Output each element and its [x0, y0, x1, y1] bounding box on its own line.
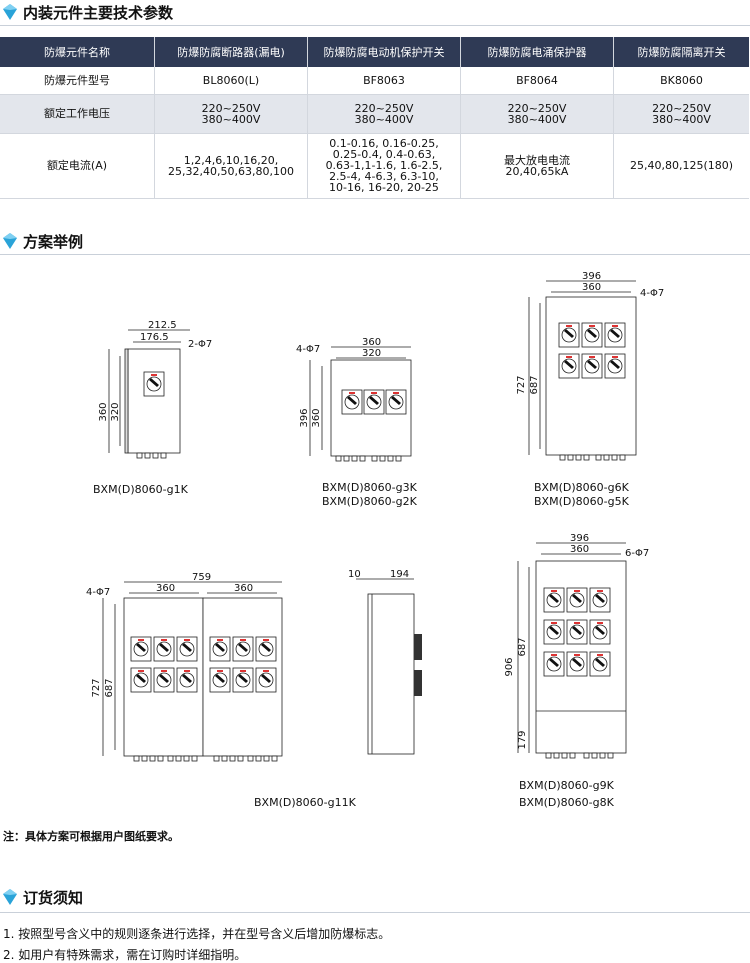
diamond-icon: [3, 233, 17, 249]
dim-label: 320: [362, 348, 381, 359]
drawing-caption: BXM(D)8060-g5K: [534, 495, 629, 508]
column-header: 防爆防腐隔离开关: [613, 37, 749, 67]
dim-label: 727: [516, 375, 527, 394]
drawing-side-view: 10 194: [348, 569, 422, 755]
column-header: 防爆防腐电动机保护开关: [307, 37, 461, 67]
drawing-caption: BXM(D)8060-g3K: [322, 481, 417, 494]
section-title: 订货须知: [23, 888, 84, 907]
drawing-caption: BXM(D)8060-g2K: [322, 495, 417, 508]
table-header-row: 防爆元件名称 防爆防腐断路器(漏电) 防爆防腐电动机保护开关 防爆防腐电涌保护器…: [0, 37, 749, 67]
table-row: 额定电流(A) 1,2,4,6,10,16,20, 25,32,40,50,63…: [0, 133, 749, 199]
table-row: 额定工作电压 220~250V 380~400V 220~250V 380~40…: [0, 94, 749, 134]
table-cell: BK8060: [613, 67, 749, 95]
table-row: 防爆元件型号 BL8060(L) BF8063 BF8064 BK8060: [0, 67, 749, 95]
dim-label: 6-Φ7: [625, 548, 649, 559]
dim-label: 360: [311, 408, 322, 427]
column-header: 防爆元件名称: [0, 37, 155, 67]
dim-label: 179: [517, 730, 528, 749]
dim-label: 360: [570, 544, 589, 555]
table-cell: 1,2,4,6,10,16,20, 25,32,40,50,63,80,100: [154, 133, 308, 199]
table-cell: 最大放电电流 20,40,65kA: [460, 133, 614, 199]
dim-label: 4-Φ7: [296, 344, 320, 355]
drawing-g3: 360 320 4-Φ7 396 360: [296, 337, 412, 462]
table-cell: 220~250V 380~400V: [307, 94, 461, 134]
order-item: 2. 如用户有特殊需求，需在订购时详细指明。: [3, 948, 247, 962]
row-label: 防爆元件型号: [0, 67, 155, 95]
dim-label: 360: [582, 282, 601, 293]
dim-label: 176.5: [140, 332, 169, 343]
dim-label: 396: [299, 408, 310, 427]
row-label: 额定工作电压: [0, 94, 155, 134]
order-item: 1. 按照型号含义中的规则逐条进行选择，并在型号含义后增加防爆标志。: [3, 927, 391, 941]
drawing-caption: BXM(D)8060-g1K: [93, 483, 188, 496]
dim-label: 2-Φ7: [188, 339, 212, 350]
drawing-caption: BXM(D)8060-g6K: [534, 481, 629, 494]
table-cell: 220~250V 380~400V: [460, 94, 614, 134]
dim-label: 396: [582, 271, 601, 282]
dim-label: 4-Φ7: [640, 288, 664, 299]
divider: [0, 25, 750, 26]
column-header: 防爆防腐断路器(漏电): [154, 37, 308, 67]
section-header-order: 订货须知: [0, 887, 83, 907]
divider: [0, 912, 750, 913]
table-cell: BF8063: [307, 67, 461, 95]
note-text: 注：具体方案可根据用户图纸要求。: [3, 830, 179, 843]
dim-label: 687: [517, 637, 528, 656]
table-cell: 25,40,80,125(180): [613, 133, 749, 199]
dim-label: 759: [192, 572, 211, 583]
dim-label: 906: [504, 657, 515, 676]
table-cell: BL8060(L): [154, 67, 308, 95]
dim-label: 360: [362, 337, 381, 348]
dim-label: 4-Φ7: [86, 587, 110, 598]
dim-label: 360: [98, 402, 109, 421]
dim-label: 360: [234, 583, 253, 594]
drawing-caption: BXM(D)8060-g9K: [519, 779, 614, 792]
table-cell: BF8064: [460, 67, 614, 95]
section-title: 内装元件主要技术参数: [23, 3, 174, 22]
drawing-caption: BXM(D)8060-g8K: [519, 796, 614, 809]
dim-label: 360: [156, 583, 175, 594]
column-header: 防爆防腐电涌保护器: [460, 37, 614, 67]
row-label: 额定电流(A): [0, 133, 155, 199]
dim-label: 320: [110, 402, 121, 421]
dim-label: 687: [529, 375, 540, 394]
drawing-g9: 396 360 6-Φ7 906 687 179: [504, 533, 649, 759]
table-cell: 220~250V 380~400V: [154, 94, 308, 134]
dim-label: 194: [390, 569, 409, 580]
section-header-specs: 内装元件主要技术参数: [0, 2, 173, 22]
spec-table: 防爆元件名称 防爆防腐断路器(漏电) 防爆防腐电动机保护开关 防爆防腐电涌保护器…: [0, 37, 749, 199]
dim-label: 687: [104, 678, 115, 697]
divider: [0, 254, 750, 255]
drawing-g1: 212.5 176.5 2-Φ7 360 320: [98, 320, 212, 459]
dim-label: 212.5: [148, 320, 177, 331]
drawing-g6: 396 360 4-Φ7 727 687: [516, 271, 664, 461]
table-cell: 0.1-0.16, 0.16-0.25, 0.25-0.4, 0.4-0.63,…: [307, 133, 461, 199]
drawing-g11: 759 360 360 4-Φ7 727 687: [86, 572, 283, 762]
dim-label: 727: [91, 678, 102, 697]
diamond-icon: [3, 889, 17, 905]
drawing-caption: BXM(D)8060-g11K: [254, 796, 356, 809]
table-cell: 220~250V 380~400V: [613, 94, 749, 134]
dim-label: 10: [348, 569, 361, 580]
section-header-schemes: 方案举例: [0, 231, 83, 251]
diamond-icon: [3, 4, 17, 20]
section-title: 方案举例: [23, 232, 84, 251]
dim-label: 396: [570, 533, 589, 544]
